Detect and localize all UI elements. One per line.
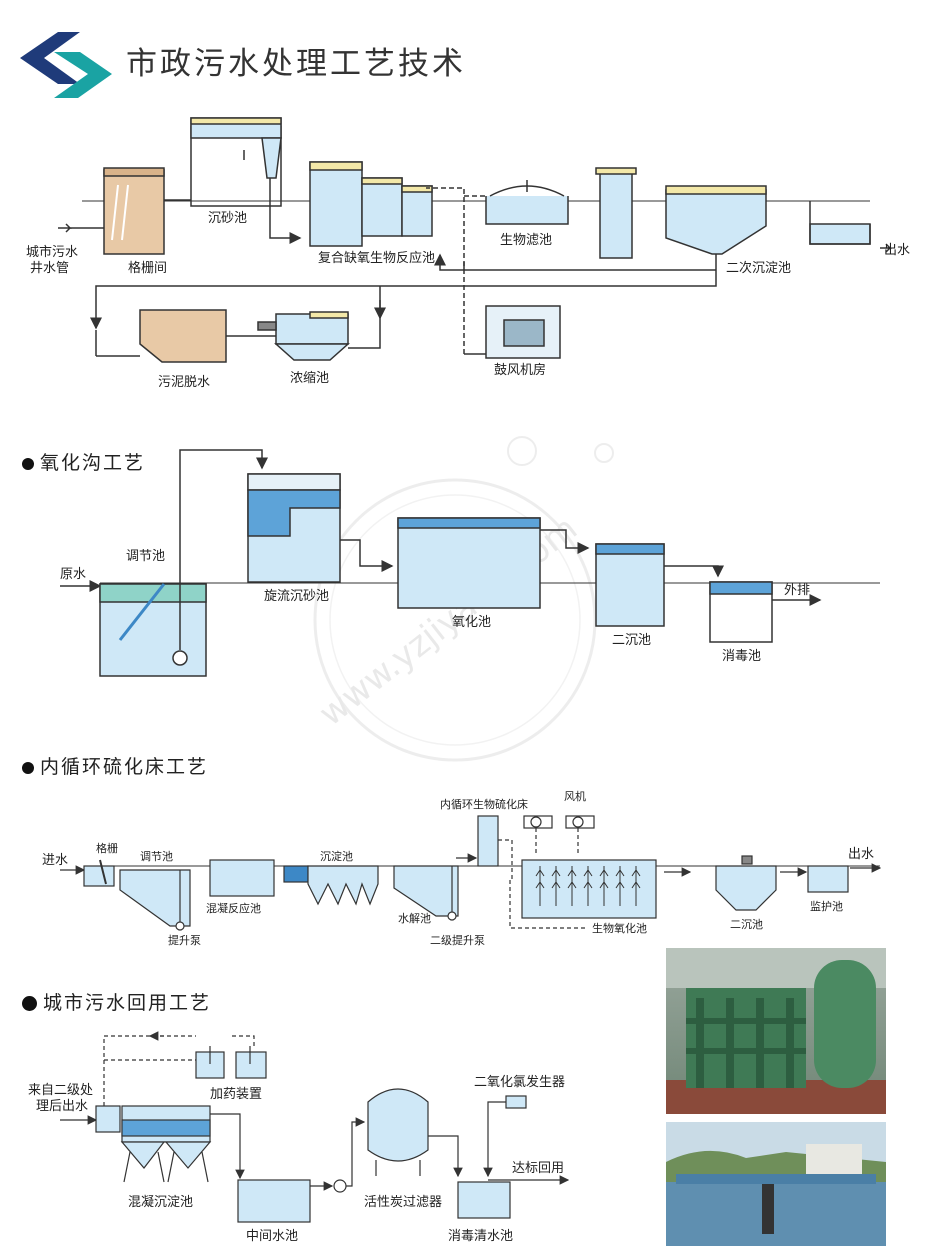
- section-heading-oxidation-ditch: 氧化沟工艺: [22, 448, 145, 475]
- label-hydrolysis: 水解池: [398, 911, 431, 925]
- label-thickener: 浓缩池: [290, 370, 329, 386]
- label-lift-pump: 提升泵: [168, 934, 201, 947]
- label-regulating-tank: 调节池: [140, 850, 173, 863]
- label-screen: 格栅: [96, 841, 118, 855]
- label-clear-tank: 消毒清水池: [448, 1229, 513, 1244]
- label-inlet-2: 井水管: [30, 261, 69, 276]
- label-clo2-generator: 二氧化氯发生器: [474, 1074, 565, 1090]
- diagram-oxidation-ditch-labels: 原水 调节池 旋流沉砂池 氧化池 二沉池 消毒池 外排: [60, 549, 810, 664]
- label-oxidation-tank: 氧化池: [452, 615, 491, 630]
- section-title: 内循环硫化床工艺: [40, 756, 209, 778]
- bullet-icon: [22, 996, 37, 1011]
- label-discharge: 外排: [784, 583, 810, 598]
- label-raw-water: 原水: [60, 567, 86, 582]
- aeration-arrows: [535, 866, 641, 906]
- section-title: 城市污水回用工艺: [43, 992, 212, 1014]
- diagram-oxidation-ditch: [60, 449, 880, 677]
- label-inlet-1: 来自二级处: [28, 1083, 93, 1098]
- label-vortex-grit: 旋流沉砂池: [264, 589, 329, 604]
- label-middle-tank: 中间水池: [246, 1229, 298, 1244]
- section-heading-internal-circulation: 内循环硫化床工艺: [22, 752, 208, 779]
- diagram-municipal: [58, 117, 892, 363]
- company-logo: [20, 32, 112, 98]
- diagram-reuse: [60, 1031, 570, 1223]
- page-title: 市政污水处理工艺技术: [126, 46, 466, 82]
- section-heading-reuse: 城市污水回用工艺: [22, 988, 211, 1015]
- label-second-lift-pump: 二级提升泵: [430, 934, 485, 947]
- label-second-clarifier: 二沉池: [730, 918, 763, 931]
- label-coag-sediment: 混凝沉淀池: [128, 1194, 193, 1210]
- filter-tanks-illustration: [666, 948, 886, 1114]
- label-carbon-filter: 活性炭过滤器: [364, 1195, 442, 1210]
- photo-filter-tanks: [666, 948, 886, 1114]
- label-grid-room: 格栅间: [128, 260, 167, 276]
- label-sedimentation: 沉淀池: [320, 849, 353, 863]
- label-bio-oxidation: 生物氧化池: [592, 921, 647, 935]
- label-secondary-clarifier: 二次沉淀池: [726, 260, 791, 276]
- diagram-internal-circulation: [60, 815, 882, 931]
- label-monitor-tank: 监护池: [810, 899, 843, 913]
- label-bio-filter: 生物滤池: [500, 233, 552, 248]
- diagram-internal-circulation-labels: 进水 格栅 调节池 提升泵 混凝反应池 沉淀池 水解池 二级提升泵 内循环生物硫…: [42, 789, 874, 947]
- label-reuse: 达标回用: [512, 1161, 564, 1176]
- bullet-icon: [22, 457, 34, 470]
- label-inlet-1: 城市污水: [26, 244, 78, 260]
- diagram-reuse-labels: 来自二级处 理后出水 加药装置 混凝沉淀池 中间水池 活性炭过滤器 二氧化氯发生…: [28, 1074, 565, 1244]
- label-coag-reaction: 混凝反应池: [206, 901, 261, 915]
- label-anaerobic-reactor: 复合缺氧生物反应池: [318, 250, 435, 266]
- label-inlet: 进水: [42, 853, 68, 868]
- section-title: 氧化沟工艺: [40, 452, 146, 474]
- label-sludge-dewater: 污泥脱水: [158, 375, 210, 390]
- photo-clarifier: [666, 1122, 886, 1246]
- label-inlet-2: 理后出水: [36, 1099, 88, 1114]
- bullet-icon: [22, 761, 34, 774]
- label-dosing: 加药装置: [210, 1087, 262, 1102]
- label-second-clarifier: 二沉池: [612, 633, 651, 648]
- label-regulating-tank: 调节池: [126, 549, 165, 564]
- label-outlet: 出水: [848, 847, 874, 862]
- label-outlet: 出水: [884, 243, 910, 258]
- diagram-municipal-labels: 城市污水 井水管 格栅间 沉砂池 复合缺氧生物反应池 生物滤池 二次沉淀池 出水…: [26, 211, 910, 390]
- label-grit-tank: 沉砂池: [208, 211, 247, 226]
- logo-teal-chevron: [54, 52, 112, 98]
- logo-dark-chevron: [20, 32, 80, 84]
- label-disinfection: 消毒池: [722, 649, 761, 664]
- label-blower: 风机: [564, 789, 586, 803]
- label-blower-room: 鼓风机房: [494, 362, 546, 378]
- clarifier-illustration: [666, 1122, 886, 1246]
- label-bed: 内循环生物硫化床: [440, 797, 528, 811]
